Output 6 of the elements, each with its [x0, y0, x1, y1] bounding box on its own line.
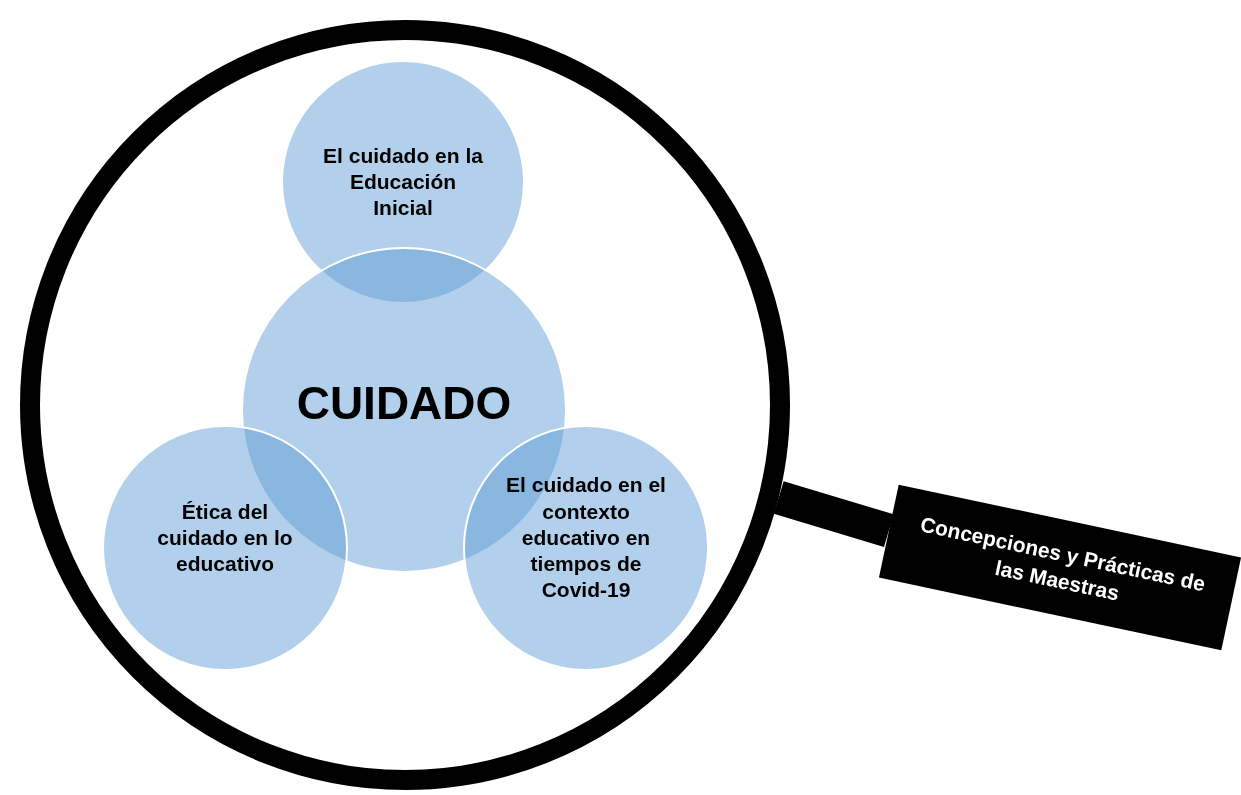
topic-text: El cuidado en la Educación Inicial — [322, 142, 484, 222]
topic-text: CUIDADO — [295, 376, 513, 432]
magnifier-lens — [20, 20, 790, 790]
topic-text: El cuidado en el contexto educativo en tiempos de Covid-19 — [506, 472, 666, 604]
topic-text: Ética del cuidado en lo educativo — [156, 498, 294, 578]
magnifier-handle — [773, 481, 894, 547]
